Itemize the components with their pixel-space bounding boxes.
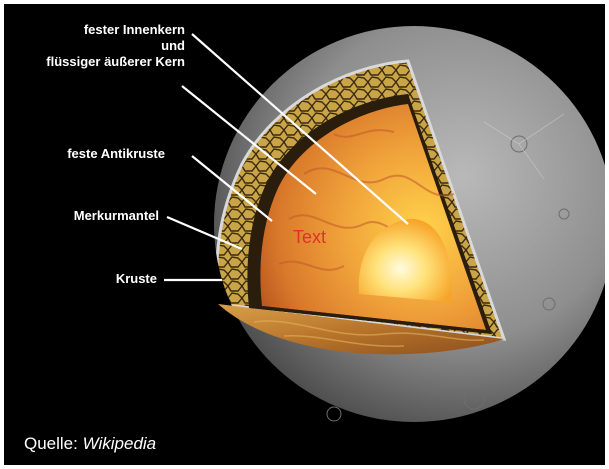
label-core-line2: und <box>46 38 185 54</box>
label-core: fester Innenkern und flüssiger äußerer K… <box>46 22 185 70</box>
source-prefix: Quelle: <box>24 434 83 453</box>
label-core-line3: flüssiger äußerer Kern <box>46 54 185 70</box>
label-crust: Kruste <box>116 271 157 287</box>
overlay-placeholder-text: Text <box>293 227 326 248</box>
label-mantle: Merkurmantel <box>74 208 159 224</box>
source-credit: Quelle: Wikipedia <box>24 434 156 454</box>
label-anticrust: feste Antikruste <box>67 146 165 162</box>
label-core-line1: fester Innenkern <box>46 22 185 38</box>
source-name: Wikipedia <box>83 434 157 453</box>
diagram-frame: fester Innenkern und flüssiger äußerer K… <box>4 4 605 465</box>
